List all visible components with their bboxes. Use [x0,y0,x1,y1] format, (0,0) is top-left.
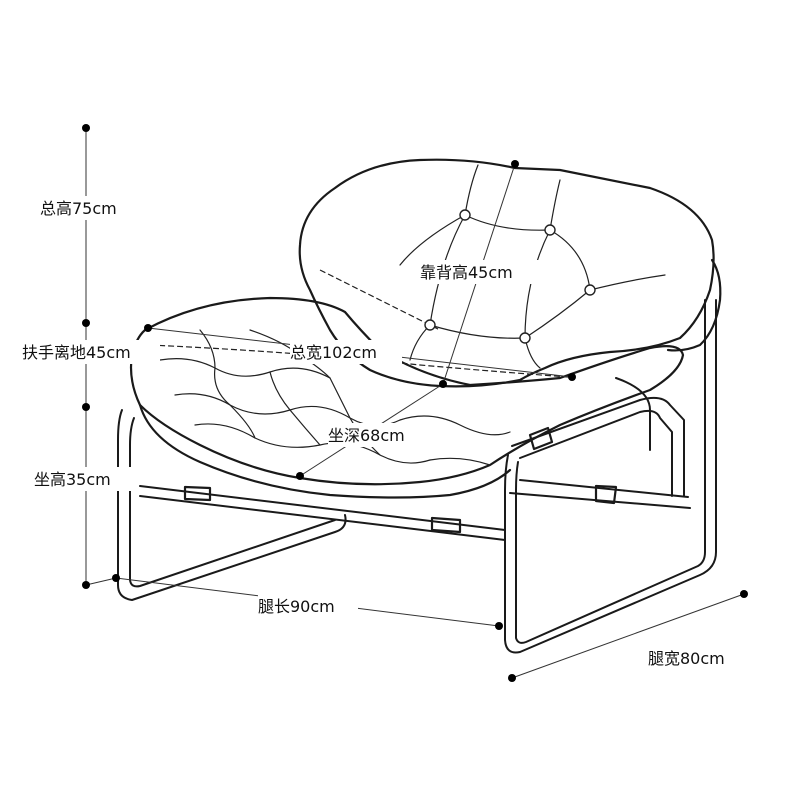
label-backrest-height: 靠背高45cm [420,263,513,282]
dimension-labels: 总高75cm 扶手离地45cm 坐高35cm 靠背高45cm 总宽102cm 坐… [22,196,748,670]
chair-frame [117,299,717,654]
label-leg-length: 腿长90cm [258,597,335,616]
dimension-dots [82,124,748,682]
label-armrest-height: 扶手离地45cm [22,343,131,362]
dimension-lines [85,128,745,679]
label-seat-height: 坐高35cm [34,470,111,489]
label-seat-depth: 坐深68cm [328,426,405,445]
label-total-height: 总高75cm [40,199,117,218]
seat-cushion [129,296,685,499]
label-leg-width: 腿宽80cm [648,649,725,668]
label-total-width: 总宽102cm [290,343,377,362]
